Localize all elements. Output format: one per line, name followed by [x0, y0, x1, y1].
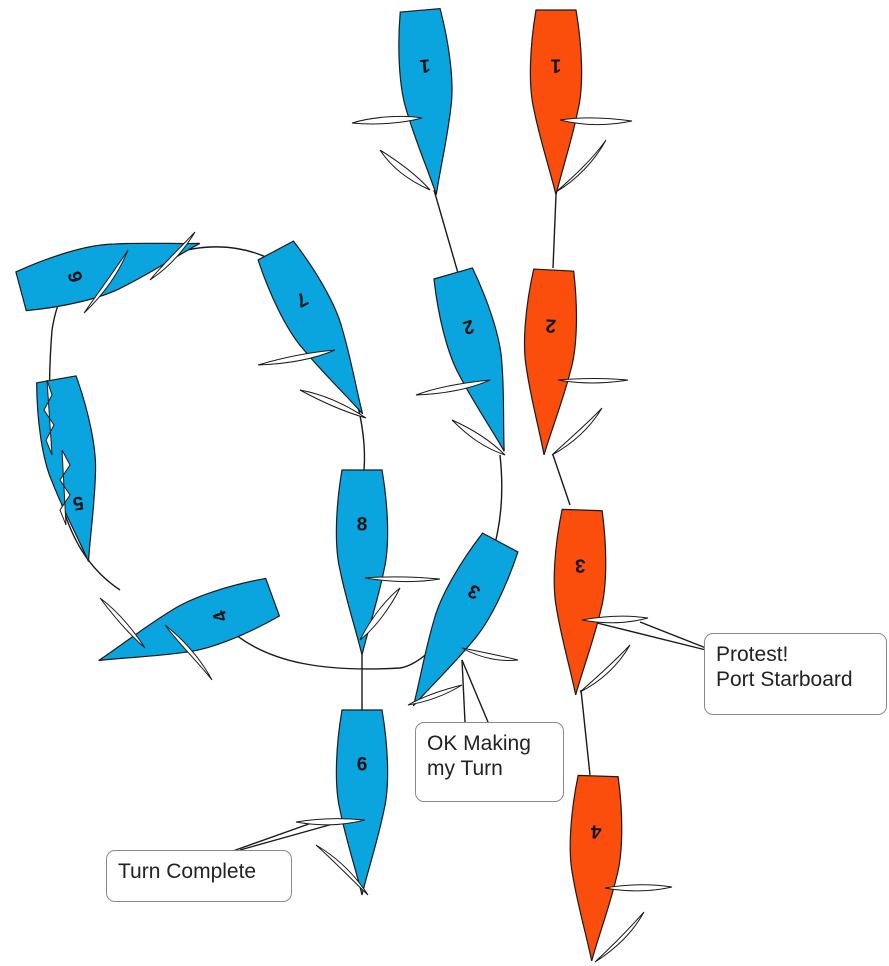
- red-boat-position-2: 2: [523, 268, 578, 456]
- blue-boat-position-8: 8: [335, 469, 389, 656]
- blue-boat-label-8: 8: [357, 515, 368, 536]
- callout-protest-line1: Protest!: [716, 643, 789, 666]
- red-boat-sail-4: [594, 884, 673, 963]
- callout-protest-line2: Port Starboard: [716, 668, 853, 691]
- blue-boat-label-6: 6: [357, 755, 368, 776]
- blue-boat-position-7: 7: [257, 240, 364, 415]
- blue-boat-position-9: 6: [335, 709, 389, 896]
- blue-boat-position-4: 4: [98, 577, 281, 662]
- callout-making-turn: OK Making my Turn: [415, 722, 564, 802]
- red-boat-sail-2: [551, 378, 629, 456]
- callout-turn-complete-line1: Turn Complete: [118, 860, 257, 883]
- callout-protest: Protest! Port Starboard: [704, 633, 887, 715]
- callout-making-turn-line1: OK Making: [427, 732, 531, 755]
- red-boat-label-1: 1: [550, 55, 561, 76]
- red-boat-label-4: 4: [590, 820, 602, 841]
- red-boat-sail-1: [555, 117, 633, 193]
- blue-boat-sail-7: [257, 349, 367, 419]
- red-boat-track: [552, 194, 591, 776]
- callout-turn-complete: Turn Complete: [106, 850, 292, 902]
- red-boat-label-2: 2: [545, 314, 557, 336]
- blue-boat-position-3: 3: [412, 532, 519, 707]
- blue-boat-sail-8: [359, 576, 441, 641]
- blue-boat-sail-1: [351, 115, 431, 191]
- blue-boat-position-6: 9: [15, 242, 201, 312]
- blue-boat-position-5: 5: [36, 375, 97, 562]
- blue-boat-sail-5: [43, 379, 71, 526]
- red-boat-position-4: 4: [569, 774, 623, 962]
- blue-boat-label-5: 5: [71, 491, 85, 514]
- red-boat-position-3: 3: [553, 508, 607, 696]
- blue-boat-sail-4: [99, 597, 213, 681]
- blue-boat-sail-2: [415, 379, 506, 456]
- blue-boat-label-9: 9: [63, 269, 86, 285]
- blue-boat-label-1: 1: [418, 54, 431, 76]
- callout-making-turn-line2: my Turn: [427, 757, 503, 780]
- blue-boat-position-2: 2: [433, 267, 505, 452]
- red-boat-label-3: 3: [575, 554, 586, 575]
- blue-boat-position-1: 1: [398, 7, 453, 195]
- blue-boat-sail-9: [295, 818, 369, 896]
- blue-boat-sail-6: [83, 231, 196, 314]
- red-boat-position-1: 1: [529, 9, 583, 196]
- blue-boat-sail-3: [407, 647, 519, 706]
- callout-pointers: [229, 619, 707, 853]
- red-boat-sail-3: [579, 615, 649, 693]
